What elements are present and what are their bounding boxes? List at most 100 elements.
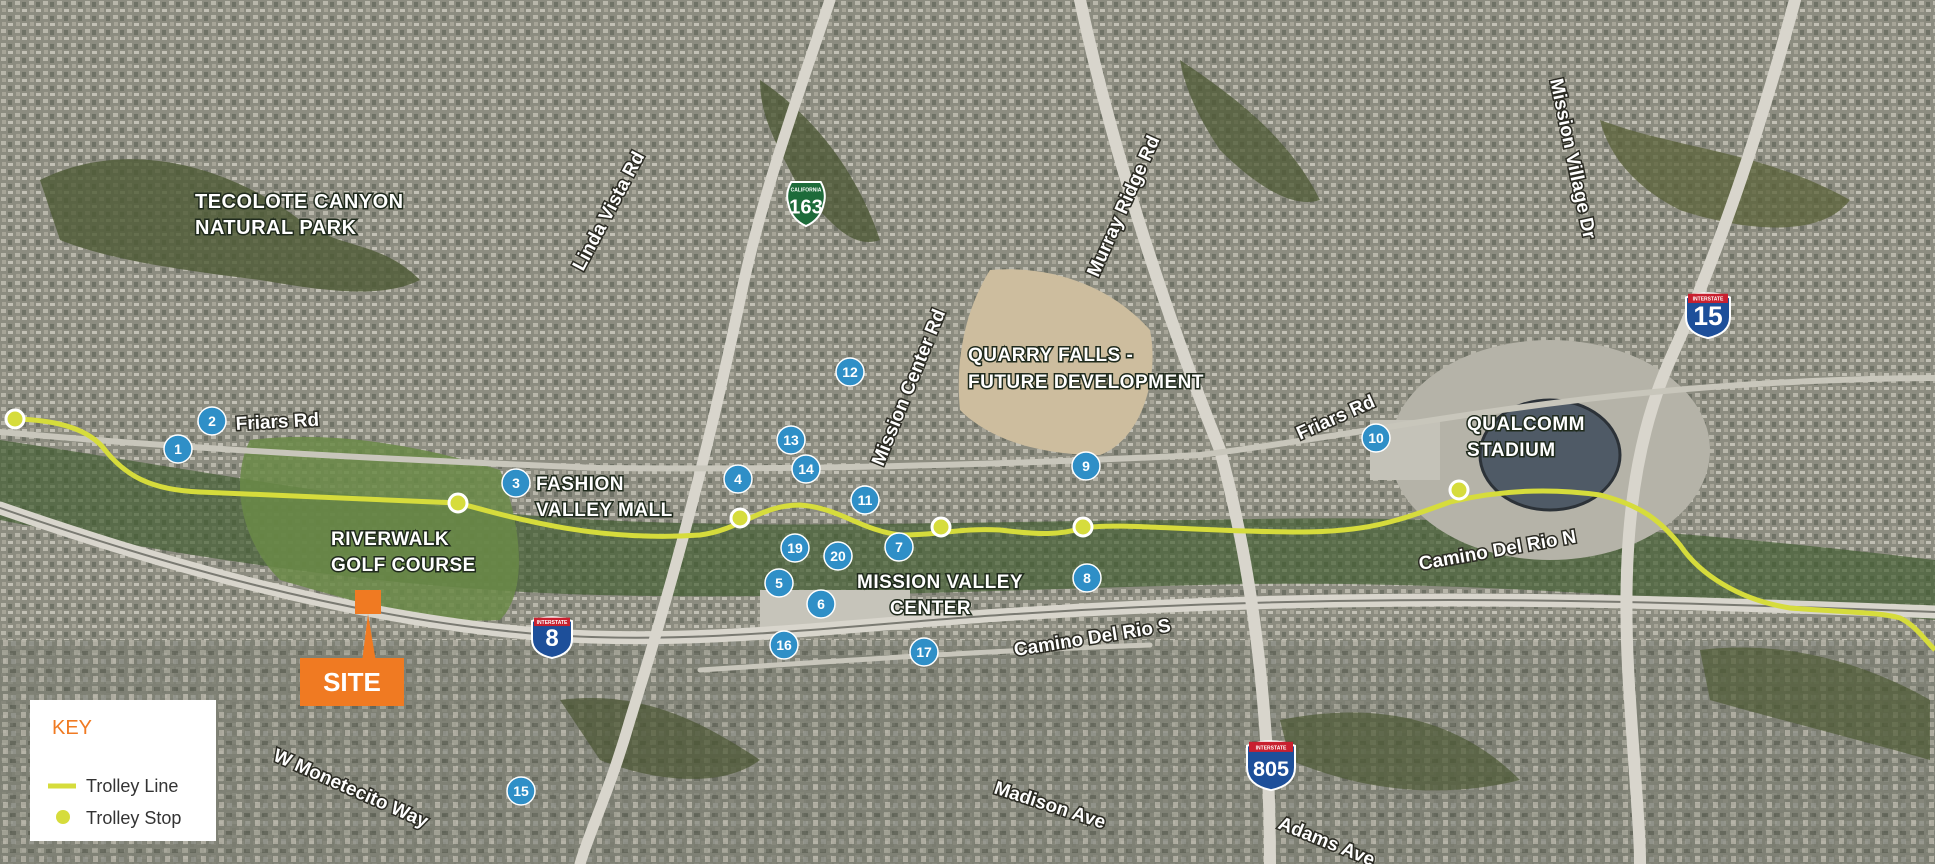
canyon-vegetation [1280, 712, 1520, 791]
poi-number: 6 [817, 596, 825, 612]
area-label-fashion-valley: FASHION VALLEY MALL [536, 474, 673, 521]
poi-circle [884, 532, 914, 562]
site-box [300, 658, 404, 706]
poi-number: 10 [1368, 430, 1384, 446]
friars-road [0, 375, 1935, 472]
trolley-stop[interactable] [1448, 479, 1470, 501]
poi-circle [1361, 423, 1391, 453]
poi-circle [764, 568, 794, 598]
shield-number: 8 [545, 625, 558, 652]
poi-number: 19 [787, 540, 803, 556]
area-label-mission-valley-center: MISSION VALLEY CENTER [857, 572, 1029, 619]
site-marker[interactable]: SITE [300, 590, 404, 706]
poi-number: 15 [513, 783, 529, 799]
poi-marker-20[interactable]: 20 [823, 541, 853, 571]
poi-number: 13 [783, 432, 799, 448]
map-key: KEY Trolley Line Trolley Stop [30, 700, 216, 841]
poi-number: 3 [512, 475, 520, 491]
poi-marker-5[interactable]: 5 [764, 568, 794, 598]
poi-marker-13[interactable]: 13 [776, 425, 806, 455]
shield-body [1685, 292, 1731, 340]
shield-number: 163 [789, 197, 823, 219]
poi-circle [769, 630, 799, 660]
key-trolley-stop-label: Trolley Stop [86, 808, 181, 828]
shield-header-band [1688, 293, 1728, 303]
trolley-stops [4, 408, 1470, 538]
poi-marker-17[interactable]: 17 [909, 637, 939, 667]
shield-ca163: CALIFORNIA 163 [786, 180, 826, 228]
area-label-riverwalk: RIVERWALK GOLF COURSE [331, 529, 476, 576]
shield-header-band [534, 617, 570, 627]
poi-number: 14 [798, 461, 814, 477]
poi-marker-3[interactable]: 3 [501, 468, 531, 498]
poi-circle [780, 533, 810, 563]
shield-body [786, 180, 826, 228]
poi-marker-4[interactable]: 4 [723, 464, 753, 494]
poi-marker-7[interactable]: 7 [884, 532, 914, 562]
poi-marker-2[interactable]: 2 [197, 406, 227, 436]
poi-circle [909, 637, 939, 667]
poi-number: 9 [1082, 458, 1090, 474]
canyon-vegetation [560, 698, 760, 779]
poi-number: 17 [916, 644, 932, 660]
shield-number: 15 [1693, 301, 1722, 331]
canyon-vegetation [1600, 120, 1850, 228]
canyon-vegetation [40, 159, 420, 292]
poi-marker-1[interactable]: 1 [163, 434, 193, 464]
shield-body [1246, 740, 1296, 792]
poi-number: 20 [830, 548, 846, 564]
quarry-falls-area [958, 269, 1153, 455]
poi-circle [723, 464, 753, 494]
poi-marker-9[interactable]: 9 [1071, 451, 1101, 481]
poi-circle [197, 406, 227, 436]
poi-circle [791, 454, 821, 484]
poi-circle [823, 541, 853, 571]
shield-header: CALIFORNIA [791, 188, 822, 194]
trolley-stop[interactable] [729, 507, 751, 529]
poi-marker-8[interactable]: 8 [1072, 563, 1102, 593]
site-pointer [362, 614, 376, 662]
canyon-vegetation [1700, 647, 1930, 760]
area-label-qualcomm: QUALCOMM STADIUM [1467, 414, 1591, 461]
poi-circle [506, 776, 536, 806]
area-label-quarry-falls: QUARRY FALLS - FUTURE DEVELOPMENT [968, 345, 1204, 393]
key-title: KEY [52, 717, 92, 739]
trolley-stop[interactable] [4, 408, 26, 430]
poi-number: 8 [1083, 570, 1091, 586]
poi-number: 12 [842, 364, 858, 380]
shield-header: INTERSTATE [537, 620, 568, 626]
poi-circle [806, 589, 836, 619]
i15-freeway [1620, 0, 1801, 864]
poi-circle [1071, 451, 1101, 481]
poi-circle [163, 434, 193, 464]
stadium-building [1478, 398, 1622, 512]
poi-number: 16 [776, 637, 792, 653]
i8-freeway [0, 507, 1935, 639]
trolley-stop[interactable] [447, 492, 469, 514]
area-labels: TECOLOTE CANYON NATURAL PARK QUARRY FALL… [194, 190, 1591, 621]
site-label: SITE [323, 667, 381, 697]
poi-marker-14[interactable]: 14 [791, 454, 821, 484]
poi-number: 1 [174, 441, 182, 457]
poi-circle [850, 485, 880, 515]
trolley-stop[interactable] [930, 516, 952, 538]
poi-number: 2 [208, 413, 216, 429]
poi-marker-6[interactable]: 6 [806, 589, 836, 619]
poi-circle [835, 357, 865, 387]
key-trolley-stop-swatch [56, 810, 70, 824]
poi-marker-11[interactable]: 11 [850, 485, 880, 515]
shield-header: INTERSTATE [1256, 745, 1287, 751]
trolley-line [14, 416, 1935, 652]
poi-marker-15[interactable]: 15 [506, 776, 536, 806]
poi-marker-16[interactable]: 16 [769, 630, 799, 660]
trolley-stop[interactable] [1072, 516, 1094, 538]
poi-marker-19[interactable]: 19 [780, 533, 810, 563]
poi-marker-12[interactable]: 12 [835, 357, 865, 387]
poi-number: 5 [775, 575, 783, 591]
poi-marker-10[interactable]: 10 [1361, 423, 1391, 453]
